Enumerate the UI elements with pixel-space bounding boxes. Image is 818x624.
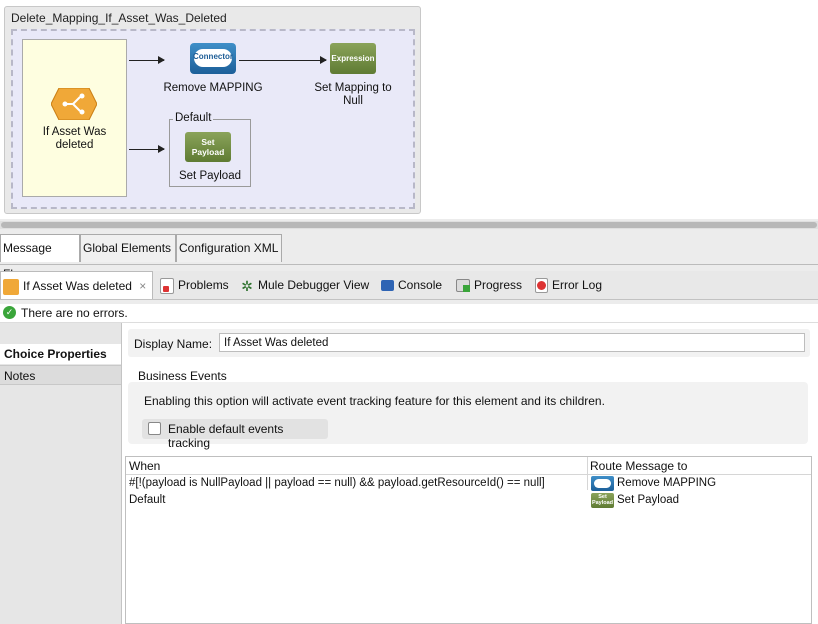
flow-canvas: Delete_Mapping_If_Asset_Was_Deleted If A… bbox=[0, 0, 818, 219]
business-events-group: Enabling this option will activate event… bbox=[128, 382, 808, 450]
horizontal-scrollbar[interactable] bbox=[0, 221, 818, 229]
display-name-label: Display Name: bbox=[134, 337, 213, 351]
table-row-route[interactable]: Set Payload bbox=[617, 494, 680, 506]
tab-progress[interactable]: Progress bbox=[456, 271, 522, 299]
connector-icon-text: Connector bbox=[193, 52, 233, 61]
flow-title: Delete_Mapping_If_Asset_Was_Deleted bbox=[11, 11, 227, 25]
close-icon[interactable]: × bbox=[139, 279, 147, 293]
table-row-route[interactable]: Remove MAPPING bbox=[617, 477, 717, 489]
scrollbar-thumb[interactable] bbox=[1, 222, 817, 228]
choice-label: If Asset Was deleted bbox=[42, 126, 107, 151]
properties-nav: Choice Properties Notes bbox=[0, 323, 122, 624]
tab-label: Error Log bbox=[552, 278, 603, 292]
view-tabs: If Asset Was deleted × Problems ✲ Mule De… bbox=[0, 271, 818, 300]
choice-icon bbox=[51, 88, 97, 120]
flow-container[interactable]: Delete_Mapping_If_Asset_Was_Deleted If A… bbox=[4, 6, 421, 214]
column-header-when[interactable]: When bbox=[129, 459, 161, 473]
header-divider bbox=[126, 474, 811, 475]
display-name-group: Display Name: If Asset Was deleted bbox=[128, 329, 810, 357]
error-log-icon bbox=[535, 278, 548, 294]
flow-area: If Asset Was deleted Connector Remove MA… bbox=[11, 29, 415, 209]
routes-table: When Route Message to #[!(payload is Nul… bbox=[125, 456, 812, 624]
enable-tracking-checkbox[interactable] bbox=[148, 422, 161, 435]
column-header-route[interactable]: Route Message to bbox=[590, 459, 688, 473]
problems-icon bbox=[160, 277, 174, 294]
nav-notes[interactable]: Notes bbox=[0, 365, 121, 385]
tab-configuration-xml[interactable]: Configuration XML bbox=[176, 234, 282, 262]
nav-choice-properties[interactable]: Choice Properties bbox=[0, 344, 121, 364]
tab-label: Progress bbox=[474, 278, 523, 292]
arrow-to-connector bbox=[129, 56, 165, 64]
debugger-icon: ✲ bbox=[241, 277, 253, 294]
tab-if-asset-was-deleted[interactable]: If Asset Was deleted × bbox=[0, 271, 153, 299]
business-events-description: Enabling this option will activate event… bbox=[144, 394, 605, 408]
arrow-to-default bbox=[129, 145, 165, 153]
tab-mule-debugger-view[interactable]: ✲ Mule Debugger View bbox=[240, 271, 369, 299]
column-separator bbox=[587, 457, 588, 490]
choice-router[interactable]: If Asset Was deleted bbox=[22, 39, 127, 197]
remove-mapping-label: Remove MAPPING bbox=[163, 82, 263, 94]
arrow-to-expression bbox=[239, 56, 327, 64]
status-text: There are no errors. bbox=[21, 306, 128, 320]
tab-console[interactable]: Console bbox=[381, 271, 442, 299]
tab-label: Problems bbox=[178, 278, 229, 292]
tab-error-log[interactable]: Error Log bbox=[535, 271, 602, 299]
tab-label: Console bbox=[398, 278, 443, 292]
tab-label: If Asset Was deleted bbox=[23, 279, 132, 293]
connector-icon bbox=[591, 476, 614, 491]
properties-main: Display Name: If Asset Was deleted Busin… bbox=[122, 323, 816, 624]
tab-problems[interactable]: Problems bbox=[160, 271, 229, 299]
properties-panel: Choice Properties Notes Display Name: If… bbox=[0, 322, 818, 624]
display-name-input[interactable]: If Asset Was deleted bbox=[219, 333, 805, 352]
progress-icon bbox=[456, 279, 470, 293]
tab-global-elements[interactable]: Global Elements bbox=[80, 234, 176, 262]
expression-icon[interactable]: Expression bbox=[330, 43, 376, 74]
set-mapping-label: Set Mapping to Null bbox=[314, 82, 392, 107]
connector-icon[interactable]: Connector bbox=[190, 43, 236, 74]
enable-tracking-label: Enable default events tracking bbox=[168, 422, 284, 450]
table-row-when[interactable]: #[!(payload is NullPayload || payload ==… bbox=[129, 477, 545, 489]
business-events-title: Business Events bbox=[138, 369, 227, 383]
check-icon: ✓ bbox=[3, 306, 16, 319]
set-payload-label: Set Payload bbox=[178, 170, 241, 182]
tab-label: Mule Debugger View bbox=[258, 278, 370, 292]
tab-message-flow[interactable]: Message Flow bbox=[0, 234, 80, 281]
enable-tracking-option[interactable]: Enable default events tracking bbox=[142, 419, 328, 450]
default-route-label: Default bbox=[173, 112, 214, 124]
choice-icon bbox=[3, 278, 19, 295]
status-row: ✓ There are no errors. bbox=[0, 304, 818, 322]
set-payload-icon[interactable]: Set Payload bbox=[185, 132, 231, 162]
editor-tabs: Message Flow Global Elements Configurati… bbox=[0, 234, 818, 281]
table-row-when[interactable]: Default bbox=[129, 494, 166, 506]
console-icon bbox=[381, 280, 394, 292]
